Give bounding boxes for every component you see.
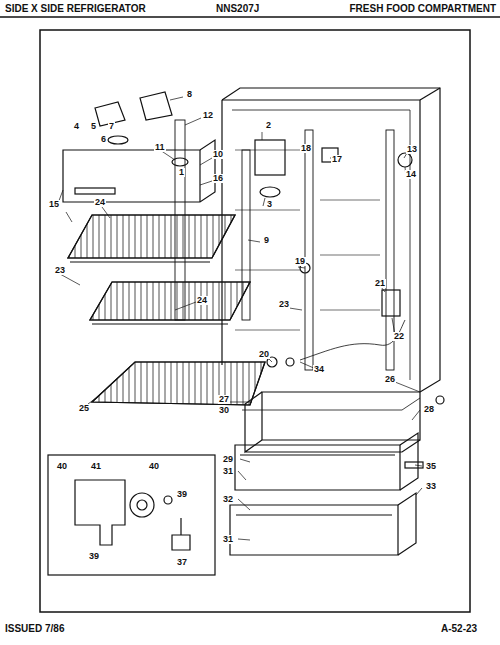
callout-number: 13: [406, 145, 418, 154]
callout-number: 26: [384, 375, 396, 384]
header-text: A-52-23: [440, 624, 478, 634]
callout-number: 24: [94, 198, 106, 207]
callout-number: 17: [331, 155, 343, 164]
callout-number: 10: [212, 150, 224, 159]
callout-number: 31: [222, 535, 234, 544]
callout-number: 25: [78, 404, 90, 413]
callout-number: 40: [148, 462, 160, 471]
callout-number: 35: [425, 462, 437, 471]
callout-number: 27: [218, 395, 230, 404]
callout-number: 6: [100, 135, 107, 144]
callout-number: 11: [154, 143, 166, 152]
callout-number: 16: [212, 174, 224, 183]
callout-number: 41: [90, 462, 102, 471]
callout-number: 3: [266, 200, 273, 209]
callout-number: 21: [374, 279, 386, 288]
callout-number: 19: [294, 257, 306, 266]
callout-number: 32: [222, 495, 234, 504]
callout-number: 14: [405, 170, 417, 179]
callout-number: 33: [425, 482, 437, 491]
callout-number: 39: [176, 490, 188, 499]
callout-number: 5: [90, 122, 97, 131]
callout-number: 4: [73, 122, 80, 131]
header-text: SIDE X SIDE REFRIGERATOR: [4, 4, 147, 14]
callout-number: 23: [54, 266, 66, 275]
callout-number: 31: [222, 467, 234, 476]
header-text: NNS207J: [215, 4, 260, 14]
callout-number: 30: [218, 406, 230, 415]
callout-number: 2: [265, 121, 272, 130]
callout-number: 8: [186, 90, 193, 99]
callout-number: 39: [88, 552, 100, 561]
callout-number: 34: [313, 365, 325, 374]
callout-number: 20: [258, 350, 270, 359]
callout-number: 23: [278, 300, 290, 309]
header-text: ISSUED 7/86: [4, 624, 65, 634]
header-text: FRESH FOOD COMPARTMENT: [349, 4, 497, 14]
callout-number: 24: [196, 296, 208, 305]
callout-number: 7: [108, 122, 115, 131]
callout-number: 1: [178, 168, 185, 177]
callout-number: 37: [176, 558, 188, 567]
callout-number: 18: [300, 144, 312, 153]
callout-number: 40: [56, 462, 68, 471]
callout-number: 12: [202, 111, 214, 120]
callout-number: 15: [48, 200, 60, 209]
callout-number: 9: [263, 236, 270, 245]
callout-number: 28: [423, 405, 435, 414]
callout-number: 22: [393, 332, 405, 341]
callout-number: 29: [222, 455, 234, 464]
